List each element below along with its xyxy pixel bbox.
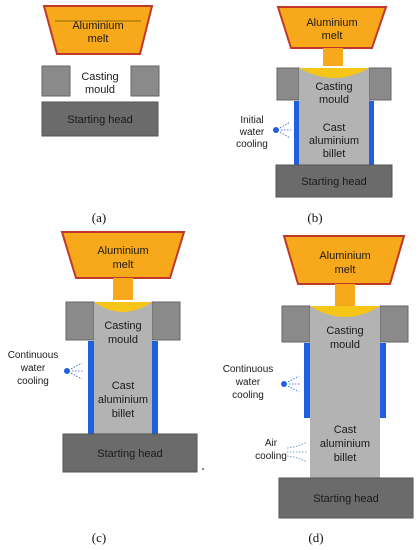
water-nozzle-icon (281, 381, 287, 387)
panel-d: Aluminium melt Casting mould Cast alumin… (223, 235, 414, 545)
mould-label: Casting (104, 320, 141, 332)
melt-label: melt (88, 33, 109, 45)
panel-caption: (a) (92, 210, 106, 225)
panel-caption: (c) (92, 530, 106, 545)
mould-block-right (130, 65, 160, 97)
melt-label: melt (113, 259, 134, 271)
water-jacket-left (304, 343, 310, 418)
billet-label: aluminium (320, 438, 370, 450)
billet-body (310, 306, 380, 478)
water-spray-icon (279, 121, 291, 139)
cooling-label: Initial (240, 115, 263, 126)
melt-crucible (60, 231, 186, 279)
starting-head (62, 433, 198, 473)
water-nozzle-icon (273, 127, 279, 133)
water-jacket-left (294, 101, 299, 165)
melt-label: melt (322, 30, 343, 42)
billet-label: aluminium (309, 135, 359, 147)
mould-block-right (368, 67, 392, 101)
melt-label: Aluminium (319, 250, 370, 262)
panel-caption: (b) (307, 210, 322, 225)
panel-c: Aluminium melt Casting mould Cast alumin… (8, 231, 204, 545)
mould-block-right (151, 301, 181, 341)
water-nozzle-icon (64, 368, 70, 374)
mould-label: mould (108, 334, 138, 346)
water-jacket-left (88, 341, 94, 434)
melt-pool (310, 306, 380, 317)
cooling-label: water (235, 377, 261, 388)
mould-label: mould (330, 339, 360, 351)
water-spray-icon (70, 362, 83, 380)
melt-label: melt (335, 264, 356, 276)
cooling-label: Continuous (223, 364, 274, 375)
cooling-label: cooling (236, 139, 268, 150)
billet-label: aluminium (98, 394, 148, 406)
air-flow-icon (286, 441, 308, 463)
starting-head-label: Starting head (313, 493, 378, 505)
melt-label: Aluminium (72, 20, 123, 32)
starting-head (41, 101, 159, 137)
water-jacket-right (380, 343, 386, 418)
mould-label: Casting (326, 325, 363, 337)
melt-label: Aluminium (97, 245, 148, 257)
water-spray-icon (287, 375, 300, 393)
cooling-label: water (20, 363, 46, 374)
panel-a: Aluminium melt Casting mould Starting he… (41, 5, 160, 225)
melt-crucible (276, 6, 388, 49)
mould-label: Casting (81, 71, 118, 83)
panel-b: Aluminium melt Casting mould Cast alumin… (236, 6, 393, 225)
melt-pool (299, 68, 369, 78)
cooling-label: cooling (232, 390, 264, 401)
water-jacket-right (152, 341, 158, 434)
mould-label: mould (85, 84, 115, 96)
mould-block-left (65, 301, 95, 341)
stray-dot (202, 468, 204, 470)
air-cooling-label: cooling (255, 451, 287, 462)
billet-label: Cast (334, 424, 357, 436)
mould-label: Casting (315, 81, 352, 93)
billet-body (299, 68, 369, 165)
pour-spout (335, 284, 355, 306)
mould-label: mould (319, 94, 349, 106)
pour-spout (323, 48, 343, 66)
mould-block-right (379, 305, 409, 343)
billet-label: Cast (323, 122, 346, 134)
starting-head-label: Starting head (67, 114, 132, 126)
mould-block-left (281, 305, 311, 343)
water-jacket-right (369, 101, 374, 165)
starting-head-label: Starting head (97, 448, 162, 460)
cooling-label: water (239, 127, 265, 138)
mould-block-left (41, 65, 71, 97)
mould-block-left (276, 67, 300, 101)
melt-crucible (42, 5, 154, 55)
cooling-label: Continuous (8, 350, 59, 361)
starting-head (278, 477, 414, 519)
billet-body (94, 302, 152, 434)
starting-head (275, 164, 393, 198)
pour-spout (113, 278, 133, 300)
melt-label: Aluminium (306, 17, 357, 29)
panel-caption: (d) (308, 530, 323, 545)
billet-label: billet (323, 148, 346, 160)
billet-label: Cast (112, 380, 135, 392)
starting-head-label: Starting head (301, 176, 366, 188)
cooling-label: cooling (17, 376, 49, 387)
air-cooling-label: Air (265, 438, 278, 449)
melt-crucible (282, 235, 406, 285)
melt-pool (94, 302, 152, 312)
billet-label: billet (334, 452, 357, 464)
billet-label: billet (112, 408, 135, 420)
